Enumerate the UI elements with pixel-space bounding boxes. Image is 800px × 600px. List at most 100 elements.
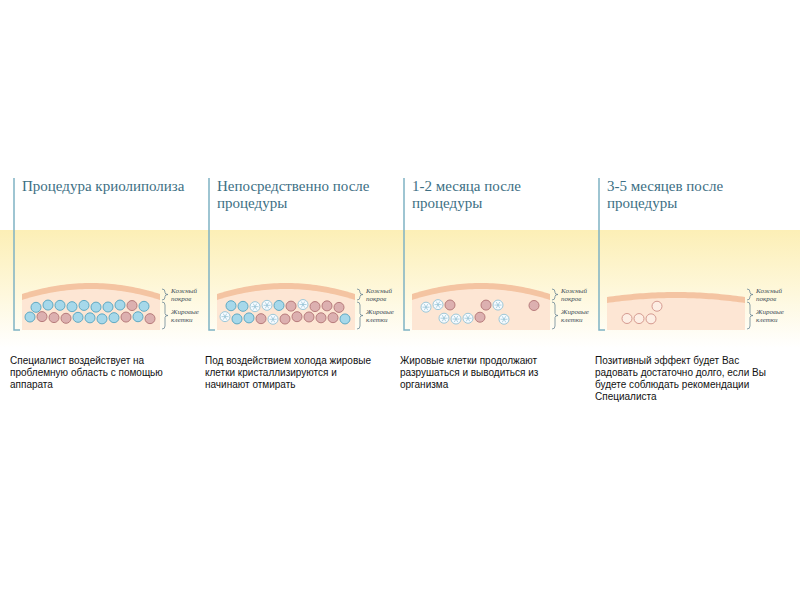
- fat-cell: [652, 301, 662, 311]
- fat-layer: [217, 289, 355, 330]
- fat-cells: [25, 300, 155, 324]
- crystal-ray: [223, 314, 227, 320]
- skin-layer: [217, 283, 355, 330]
- crystal-ray: [253, 304, 257, 310]
- fat-layer: [412, 289, 550, 330]
- fat-cell: [316, 313, 326, 323]
- fat-cell: [43, 300, 53, 310]
- crystal-ray: [265, 302, 269, 308]
- fat-cell: [145, 314, 155, 324]
- stage-bar: [209, 178, 215, 330]
- fat-cell: [73, 312, 83, 322]
- layer-bracket: [552, 289, 558, 300]
- fat-cell: [238, 301, 248, 311]
- layer-bracket: [162, 302, 168, 329]
- layer-bracket: [357, 302, 363, 329]
- fat-cell: [499, 314, 509, 324]
- fat-cell: [121, 312, 131, 322]
- fat-cell: [133, 312, 143, 322]
- fat-cell: [79, 300, 89, 310]
- layer-label: Кожный покров: [171, 287, 209, 303]
- fat-cell: [463, 313, 473, 323]
- crystal-ray: [454, 316, 458, 322]
- fat-cell: [226, 301, 236, 311]
- fat-cell: [421, 302, 431, 312]
- skin-layer: [412, 283, 550, 330]
- crystal-ray: [496, 302, 500, 308]
- crystal-ray: [265, 302, 269, 308]
- fat-cell: [334, 302, 344, 312]
- layer-bracket: [357, 289, 363, 300]
- layer-label: Жировые клетки: [561, 308, 599, 324]
- layer-label: Жировые клетки: [756, 308, 794, 324]
- yellow-band: [0, 230, 800, 348]
- stage-caption: Жировые клетки продолжают разрушаться и …: [400, 355, 578, 391]
- fat-cell: [115, 300, 125, 310]
- fat-cell: [439, 313, 449, 323]
- fat-cell: [97, 314, 107, 324]
- fat-cell: [85, 313, 95, 323]
- fat-cell: [298, 300, 308, 310]
- fat-cell: [634, 314, 644, 324]
- crystal-ray: [502, 316, 506, 322]
- fat-cell: [310, 302, 320, 312]
- fat-cell: [280, 314, 290, 324]
- layer-label: Жировые клетки: [171, 308, 209, 324]
- crystal-ray: [466, 315, 470, 321]
- layer-bracket: [552, 302, 558, 329]
- crystal-ray: [436, 302, 440, 308]
- fat-cell: [67, 302, 77, 312]
- fat-cells: [421, 300, 539, 325]
- fat-cell: [244, 313, 254, 323]
- crystal-ray: [454, 316, 458, 322]
- fat-cell: [529, 300, 539, 310]
- fat-cell: [292, 312, 302, 322]
- fat-cell: [268, 314, 278, 324]
- crystal-ray: [442, 315, 446, 321]
- stage-caption: Позитивный эффект будет Вас радовать дос…: [595, 355, 773, 403]
- fat-cell: [139, 301, 149, 311]
- fat-cell: [250, 302, 260, 312]
- layer-label: Кожный покров: [756, 287, 794, 303]
- fat-cell: [25, 312, 35, 322]
- crystal-ray: [253, 304, 257, 310]
- fat-cell: [322, 301, 332, 311]
- fat-cells: [622, 301, 662, 324]
- crystal-ray: [301, 302, 305, 308]
- fat-cell: [127, 301, 137, 311]
- fat-cell: [61, 313, 71, 323]
- crystal-ray: [496, 302, 500, 308]
- stage-title: Непосредственно после процедуры: [217, 178, 389, 212]
- fat-cell: [91, 302, 101, 312]
- layer-label: Жировые клетки: [366, 308, 404, 324]
- fat-cells: [220, 300, 350, 325]
- fat-cell: [622, 313, 632, 323]
- skin-layer: [22, 283, 160, 330]
- fat-cell: [493, 300, 503, 310]
- crystal-ray: [223, 314, 227, 320]
- stage-caption: Под воздействием холода жировые клетки к…: [205, 355, 383, 391]
- crystal-ray: [436, 302, 440, 308]
- stage-title: 1-2 месяца после процедуры: [412, 178, 584, 212]
- skin-layer: [607, 292, 745, 330]
- fat-layer: [607, 298, 745, 330]
- stage-caption: Специалист воздействует на проблемную об…: [10, 355, 188, 391]
- fat-cell: [256, 314, 266, 324]
- fat-cell: [286, 301, 296, 311]
- fat-cell: [304, 312, 314, 322]
- fat-cell: [475, 312, 485, 322]
- fat-cell: [433, 300, 443, 310]
- fat-cell: [445, 300, 455, 310]
- fat-cell: [109, 313, 119, 323]
- crystal-ray: [271, 316, 275, 322]
- layer-bracket: [747, 289, 753, 300]
- fat-cell: [55, 300, 65, 310]
- fat-cell: [451, 314, 461, 324]
- fat-cell: [31, 302, 41, 312]
- fat-cell: [481, 300, 491, 310]
- stage-title: Процедура криолиполиза: [22, 178, 194, 195]
- crystal-ray: [424, 304, 428, 310]
- crystal-ray: [442, 315, 446, 321]
